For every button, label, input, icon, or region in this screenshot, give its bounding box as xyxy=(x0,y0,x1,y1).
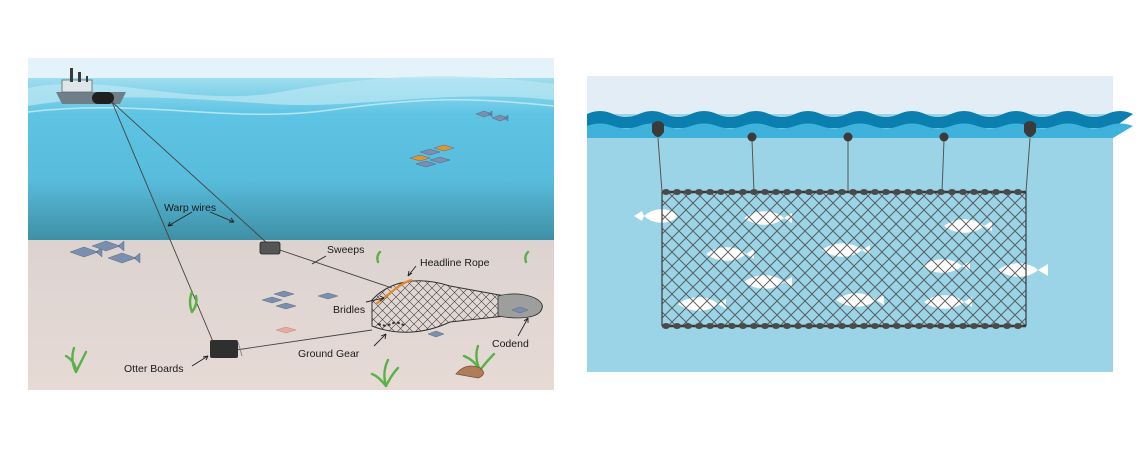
rock-icon xyxy=(455,365,484,379)
net-bead xyxy=(992,189,1000,195)
net-bead xyxy=(937,189,945,195)
net-bead xyxy=(970,323,978,329)
net-bead xyxy=(970,189,978,195)
surface-wave xyxy=(28,76,554,106)
net-bead xyxy=(959,189,967,195)
net-bead xyxy=(772,189,780,195)
net-bead xyxy=(706,189,714,195)
net-bead xyxy=(827,189,835,195)
sweeps-label: Sweeps xyxy=(327,244,364,256)
callout-arrows xyxy=(167,211,529,367)
net-bead xyxy=(761,323,769,329)
bottom-trawl-diagram: Warp wires Sweeps Headline Rope Bridles … xyxy=(28,58,554,390)
net-bead xyxy=(827,323,835,329)
net-bead xyxy=(882,189,890,195)
net-bead xyxy=(662,323,670,329)
net-bead xyxy=(794,323,802,329)
net-bead xyxy=(750,323,758,329)
net-bead xyxy=(783,323,791,329)
otter-board-icon xyxy=(210,241,281,358)
ground-gear-label: Ground Gear xyxy=(298,348,360,360)
net-bead xyxy=(695,189,703,195)
trawler-boat-icon xyxy=(56,68,126,104)
net-bead xyxy=(893,189,901,195)
trawl-net xyxy=(371,278,543,333)
net-bead xyxy=(794,189,802,195)
float-buoy-icon xyxy=(652,121,1036,142)
bridles-label: Bridles xyxy=(333,304,365,316)
net-bead xyxy=(948,323,956,329)
surface-wave-light xyxy=(587,123,1133,138)
net-bead xyxy=(838,323,846,329)
net-bead xyxy=(915,323,923,329)
net-bead xyxy=(893,323,901,329)
net-bead xyxy=(662,189,670,195)
net-bead xyxy=(706,323,714,329)
net-bead xyxy=(739,323,747,329)
seaweed-icon xyxy=(64,250,530,388)
net-bead xyxy=(673,189,681,195)
net-bead xyxy=(948,189,956,195)
net-bead xyxy=(1014,323,1022,329)
net-bead xyxy=(871,189,879,195)
net-bead xyxy=(937,323,945,329)
net-bead xyxy=(695,323,703,329)
sky xyxy=(28,58,554,80)
net-bead xyxy=(926,189,934,195)
net-bead xyxy=(838,189,846,195)
net-bead xyxy=(1014,189,1022,195)
net-bead xyxy=(871,323,879,329)
codend-bag xyxy=(497,293,543,319)
net-bead xyxy=(849,323,857,329)
warp-wires-label: Warp wires xyxy=(164,202,216,214)
fish-icon xyxy=(69,110,529,338)
net-bead xyxy=(783,189,791,195)
net-bead xyxy=(882,323,890,329)
sweep-line xyxy=(267,245,393,289)
net-bead xyxy=(959,323,967,329)
net-floats-and-weights xyxy=(662,189,1022,329)
net-bead xyxy=(860,323,868,329)
otter-boards-label: Otter Boards xyxy=(124,363,184,375)
net-bead xyxy=(805,189,813,195)
net-bead xyxy=(904,323,912,329)
net-bead xyxy=(926,323,934,329)
headline-rope xyxy=(375,278,413,305)
net-bead xyxy=(1003,323,1011,329)
sky xyxy=(587,76,1113,114)
warp-wire-line xyxy=(111,101,269,245)
net-bead xyxy=(684,189,692,195)
net-bead xyxy=(816,323,824,329)
surface-wave-dark xyxy=(587,111,1133,128)
sweep-line xyxy=(235,329,373,351)
codend-label: Codend xyxy=(492,338,529,350)
gillnet-mesh xyxy=(662,192,1026,326)
net-bead xyxy=(816,189,824,195)
net-bead xyxy=(1003,189,1011,195)
net-bead xyxy=(772,323,780,329)
net-bead xyxy=(717,323,725,329)
net-bead xyxy=(860,189,868,195)
net-bead xyxy=(750,189,758,195)
headline-rope-label: Headline Rope xyxy=(420,257,490,269)
net-bead xyxy=(992,323,1000,329)
net-bead xyxy=(805,323,813,329)
net-bead xyxy=(904,189,912,195)
net-bead xyxy=(849,189,857,195)
net-bead xyxy=(673,323,681,329)
net-bead xyxy=(728,323,736,329)
net-bead xyxy=(761,189,769,195)
net-bead xyxy=(739,189,747,195)
gillnet-diagram xyxy=(587,76,1133,372)
net-bead xyxy=(717,189,725,195)
net-bead xyxy=(728,189,736,195)
net-bead xyxy=(981,189,989,195)
float-lines xyxy=(657,137,1031,193)
net-bead xyxy=(981,323,989,329)
net-bead xyxy=(684,323,692,329)
net-bead xyxy=(915,189,923,195)
